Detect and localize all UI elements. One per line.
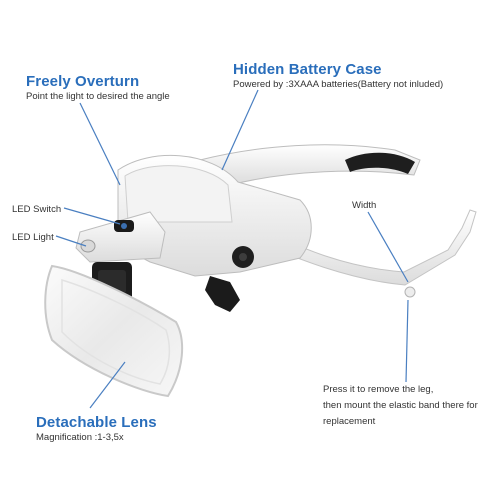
width-label: Width [352, 200, 377, 211]
freely-overturn-subtitle: Point the light to desired the angle [26, 91, 170, 102]
press-note-line-3: replacement [323, 416, 376, 427]
pointer-lines [55, 89, 409, 409]
led-unit [75, 211, 166, 263]
detachable-lens-title: Detachable Lens [36, 414, 157, 431]
headband-arm [198, 144, 421, 186]
hidden-battery-subtitle: Powered by :3XAAA batteries(Battery not … [233, 79, 444, 90]
led-light-label: LED Light [12, 232, 54, 243]
freely-overturn-title: Freely Overturn [26, 73, 140, 90]
led-switch-label: LED Switch [12, 204, 62, 215]
main-housing [117, 154, 312, 312]
magnifier-lens [44, 264, 184, 398]
press-note-line-1: Press it to remove the leg, [323, 384, 434, 395]
hidden-battery-title: Hidden Battery Case [233, 61, 382, 78]
detachable-lens-subtitle: Magnification :1-3,5x [36, 432, 124, 443]
press-note-line-2: then mount the elastic band there for [323, 400, 478, 411]
